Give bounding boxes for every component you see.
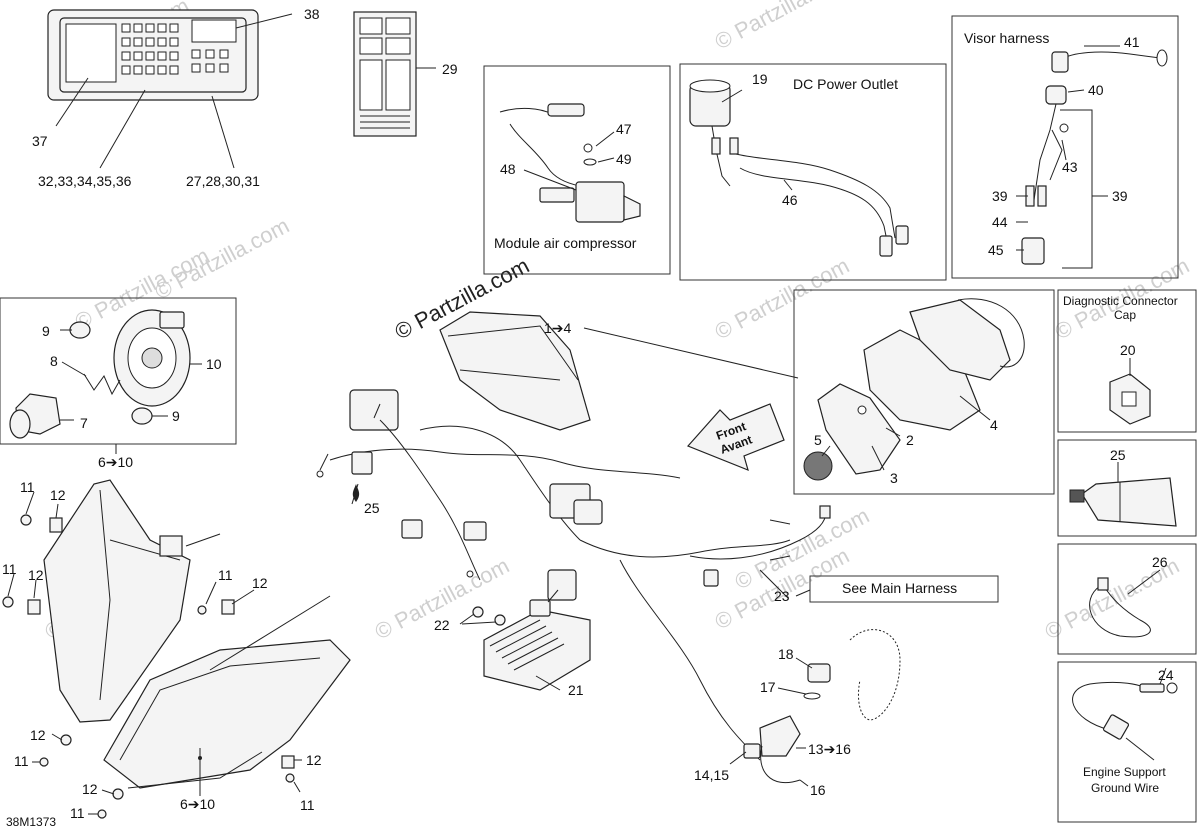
callout: 37 — [32, 133, 48, 149]
callout: 13➔16 — [808, 741, 851, 757]
callout: 12 — [252, 575, 268, 591]
callout: 11 — [218, 567, 233, 583]
callout: 2 — [906, 432, 914, 448]
headlight-bulb-panel — [0, 297, 237, 445]
diagram-code: 38M1373 — [6, 815, 56, 829]
fasteners — [2, 491, 302, 819]
callout: 11 — [300, 797, 315, 813]
callout: 11 — [20, 479, 35, 495]
ground-wire-panel — [1057, 661, 1197, 823]
callout: 1➔4 — [544, 320, 572, 336]
leader-lines — [115, 403, 381, 796]
safety-lanyard — [729, 629, 901, 787]
see-main-harness-box — [795, 575, 999, 603]
diagnostic-connector-cap-panel — [1057, 289, 1197, 433]
captions: DC Power Outlet Module air compressor Vi… — [6, 30, 1178, 829]
module-air-compressor-panel — [483, 65, 671, 275]
lower-headlight-assembly — [103, 595, 351, 789]
caption-see-main-harness: See Main Harness — [842, 580, 957, 596]
callout: 39 — [1112, 188, 1128, 204]
callout: 11 — [14, 753, 29, 769]
callout: 26 — [1152, 554, 1168, 570]
callout: 25 — [1110, 447, 1126, 463]
watermark: © Partzilla.com — [711, 0, 854, 54]
caption-diagnostic-connector: Diagnostic Connector — [1063, 294, 1178, 308]
callout: 24 — [1158, 667, 1174, 683]
caption-dc-power-outlet: DC Power Outlet — [793, 76, 898, 92]
callout: 3 — [890, 470, 898, 486]
caption-diagnostic-cap: Cap — [1114, 308, 1136, 322]
callout: 10 — [206, 356, 222, 372]
callout: 11 — [70, 805, 85, 821]
callout: 32,33,34,35,36 — [38, 173, 132, 189]
callout: 43 — [1062, 159, 1078, 175]
caption-engine-support: Engine Support — [1083, 765, 1166, 779]
visor-harness-panel — [951, 15, 1179, 279]
callout: 11 — [2, 561, 17, 577]
callout: 14,15 — [694, 767, 729, 783]
callout: 8 — [50, 353, 58, 369]
callout: 41 — [1124, 34, 1140, 50]
callout: 25 — [364, 500, 380, 516]
callout: 46 — [782, 192, 798, 208]
caption-visor-harness: Visor harness — [964, 30, 1049, 46]
callout: 17 — [760, 679, 776, 695]
callout: 9 — [42, 323, 50, 339]
callout: 5 — [814, 432, 822, 448]
callout: 7 — [80, 415, 88, 431]
watermark: © Partzilla.com — [711, 253, 854, 345]
callout: 12 — [306, 752, 322, 768]
callout: 47 — [616, 121, 632, 137]
front-direction-arrow — [686, 403, 785, 472]
caption-module-air-compressor: Module air compressor — [494, 235, 637, 251]
callout: 19 — [752, 71, 768, 87]
dc-power-outlet-panel — [679, 63, 947, 281]
cable-clamp-panel — [1057, 543, 1197, 655]
callout: 12 — [28, 567, 44, 583]
callout: 20 — [1120, 342, 1136, 358]
callout: 27,28,30,31 — [186, 173, 260, 189]
callout: 18 — [778, 646, 794, 662]
fuse-box — [47, 9, 293, 169]
fuse-label-sticker — [353, 11, 436, 137]
voltage-regulator — [459, 589, 591, 691]
callout: 23 — [774, 588, 790, 604]
callout: 48 — [500, 161, 516, 177]
callout: 22 — [434, 617, 450, 633]
callout: 29 — [442, 61, 458, 77]
gauge-cluster-exploded — [583, 289, 1055, 495]
callout: 16 — [810, 782, 826, 798]
callout: 6➔10 — [180, 796, 215, 812]
callout: 12 — [30, 727, 46, 743]
callout: 49 — [616, 151, 632, 167]
callout: 9 — [172, 408, 180, 424]
left-headlight-housing — [43, 479, 221, 723]
callout: 45 — [988, 242, 1004, 258]
callout: 6➔10 — [98, 454, 133, 470]
callout: 12 — [50, 487, 66, 503]
callout: 39 — [992, 188, 1008, 204]
callout: 12 — [82, 781, 98, 797]
callout: 44 — [992, 214, 1008, 230]
callout: 38 — [304, 6, 320, 22]
callout-numbers: 38 37 32,33,34,35,36 27,28,30,31 29 47 4… — [2, 6, 1174, 821]
caption-ground-wire: Ground Wire — [1091, 781, 1159, 795]
adhesive-drop-icon — [351, 483, 360, 505]
callout: 21 — [568, 682, 584, 698]
grease-tube-panel — [1057, 439, 1197, 537]
callout: 40 — [1088, 82, 1104, 98]
main-wiring-harness — [316, 311, 831, 761]
callout: 4 — [990, 417, 998, 433]
